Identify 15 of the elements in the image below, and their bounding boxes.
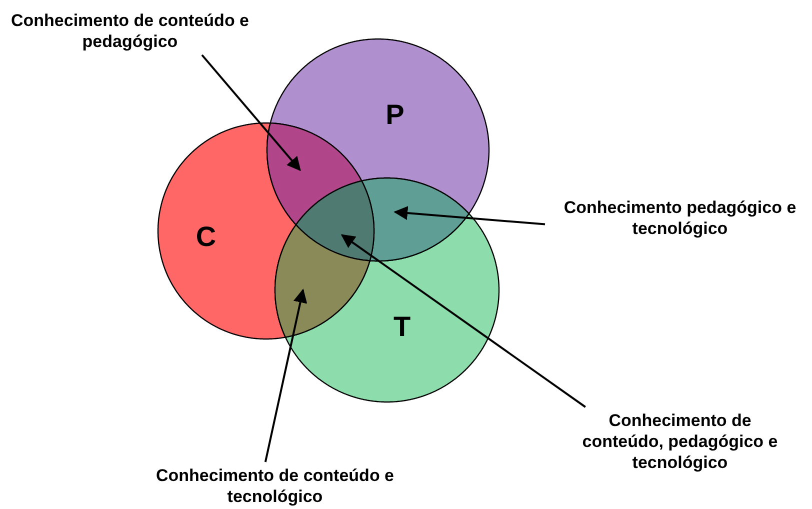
leader-arrow: [201, 54, 301, 172]
region-label: Conhecimento de conteúdo e pedagógico: [10, 10, 250, 52]
region-label: Conhecimento pedagógico e tecnológico: [548, 197, 812, 239]
region-label: Conhecimento de conteúdo e tecnológico: [155, 465, 395, 507]
overlap-region: [274, 224, 370, 338]
overlap-region: [296, 180, 375, 262]
set-letter: P: [386, 99, 404, 131]
overlap-region: [266, 122, 362, 226]
set-letter: T: [393, 311, 411, 343]
leader-arrow: [394, 206, 546, 226]
set-letter: C: [196, 221, 216, 253]
region-label: Conhecimento de conteúdo, pedagógico e tecnológico: [570, 410, 790, 473]
overlap-region: [361, 177, 470, 262]
leader-arrow: [340, 234, 586, 408]
leader-arrow: [264, 288, 308, 462]
